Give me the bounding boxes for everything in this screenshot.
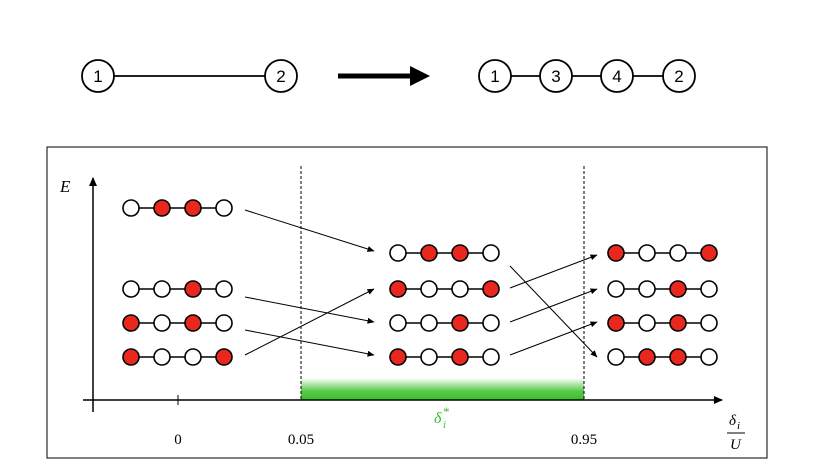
occupied-site (184, 199, 202, 217)
occupied-site (389, 280, 407, 298)
empty-site (700, 348, 718, 366)
empty-site (638, 280, 656, 298)
empty-site (153, 314, 171, 332)
node-circle: 2 (662, 59, 696, 93)
empty-site (389, 314, 407, 332)
empty-site (700, 314, 718, 332)
transition-arrow (509, 288, 598, 323)
node-circle: 1 (478, 59, 512, 93)
config-chain-middle-3 (389, 314, 500, 332)
occupied-site (638, 348, 656, 366)
empty-site (700, 280, 718, 298)
occupied-site (451, 314, 469, 332)
transition-arrow (244, 209, 375, 252)
node-label: 1 (93, 67, 102, 86)
empty-site (420, 314, 438, 332)
occupied-site (389, 348, 407, 366)
node-label: 3 (551, 67, 560, 86)
x-label-denominator: U (730, 437, 742, 453)
transition-arrows (244, 209, 598, 358)
occupied-site (607, 244, 625, 262)
top-after-chain: 1 3 4 2 (478, 59, 696, 93)
transition-arrow (509, 265, 598, 358)
transition-arrow (244, 329, 375, 357)
tick-label-095: 0.95 (571, 432, 597, 448)
config-chain-left-4 (122, 348, 233, 366)
band-label-symbol: δ (434, 410, 442, 427)
empty-site (451, 280, 469, 298)
empty-site (420, 348, 438, 366)
node-label: 4 (612, 67, 621, 86)
config-chain-middle-4 (389, 348, 500, 366)
empty-site (122, 199, 140, 217)
occupied-site (669, 348, 687, 366)
tick-label-0: 0 (174, 432, 182, 448)
empty-site (215, 280, 233, 298)
empty-site (215, 314, 233, 332)
panel-frame (46, 146, 768, 459)
transition-arrow (509, 254, 598, 289)
configuration-chains (122, 199, 718, 366)
node-circle: 4 (600, 59, 634, 93)
empty-site (638, 244, 656, 262)
tick-label-005: 0.05 (288, 432, 314, 448)
empty-site (122, 280, 140, 298)
x-axis-label: δ i U (727, 413, 745, 453)
transition-arrow (509, 321, 598, 356)
band-label-sup: * (443, 404, 450, 419)
occupied-site (153, 199, 171, 217)
band-label-sub: i (443, 419, 446, 431)
occupied-site (184, 280, 202, 298)
empty-site (153, 280, 171, 298)
empty-site (482, 244, 500, 262)
x-label-subscript: i (737, 420, 740, 432)
occupied-site (420, 244, 438, 262)
delta-band (301, 378, 584, 400)
empty-site (669, 244, 687, 262)
node-label: 2 (674, 67, 683, 86)
transition-arrow (244, 288, 375, 356)
occupied-site (184, 314, 202, 332)
occupied-site (607, 314, 625, 332)
config-chain-right-2 (607, 280, 718, 298)
empty-site (420, 280, 438, 298)
empty-site (389, 244, 407, 262)
occupied-site (669, 314, 687, 332)
occupied-site (215, 348, 233, 366)
x-label-numerator: δ (729, 413, 737, 429)
empty-site (482, 314, 500, 332)
config-chain-left-2 (122, 280, 233, 298)
empty-site (607, 348, 625, 366)
config-chain-middle-2 (389, 280, 500, 298)
occupied-site (451, 244, 469, 262)
occupied-site (122, 314, 140, 332)
config-chain-left-1 (122, 199, 233, 217)
y-axis-label: E (59, 177, 71, 196)
top-before-chain: 1 2 (81, 59, 298, 93)
occupied-site (122, 348, 140, 366)
empty-site (184, 348, 202, 366)
empty-site (482, 348, 500, 366)
config-chain-right-3 (607, 314, 718, 332)
node-circle: 3 (539, 59, 573, 93)
transition-arrow (244, 296, 375, 324)
empty-site (215, 199, 233, 217)
node-label: 1 (490, 67, 499, 86)
occupied-site (482, 280, 500, 298)
occupied-site (451, 348, 469, 366)
node-label: 2 (276, 67, 285, 86)
band-label: δ * i (434, 404, 450, 431)
occupied-site (669, 280, 687, 298)
config-chain-left-3 (122, 314, 233, 332)
occupied-site (700, 244, 718, 262)
empty-site (607, 280, 625, 298)
node-circle: 1 (81, 59, 115, 93)
config-chain-right-4 (607, 348, 718, 366)
empty-site (638, 314, 656, 332)
node-circle: 2 (264, 59, 298, 93)
empty-site (153, 348, 171, 366)
config-chain-right-1 (607, 244, 718, 262)
config-chain-middle-1 (389, 244, 500, 262)
